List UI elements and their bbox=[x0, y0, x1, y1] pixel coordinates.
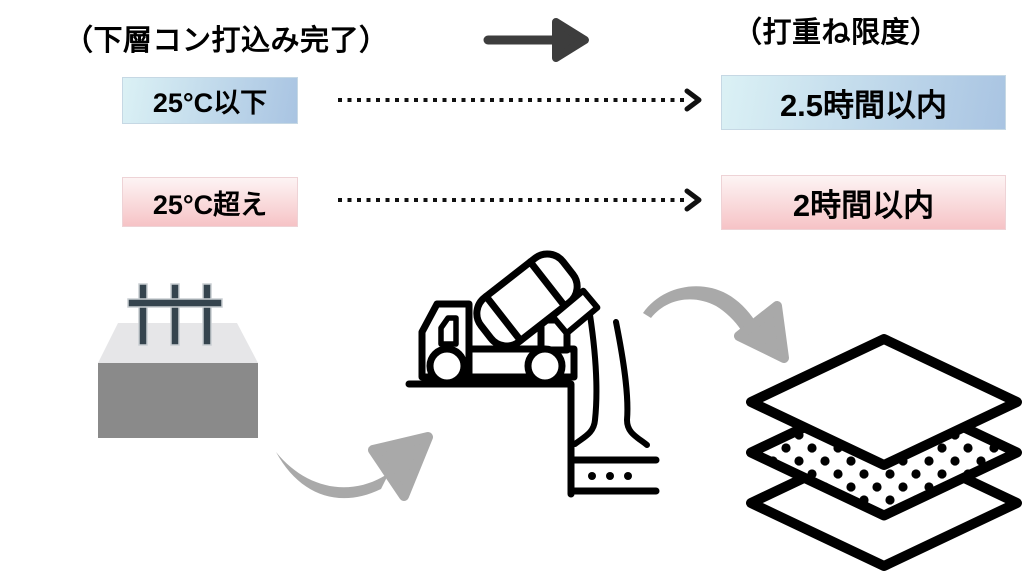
curved-arrow-up-right-icon bbox=[276, 432, 433, 501]
arrow-right-icon bbox=[483, 18, 589, 62]
concrete-slab-rebar-icon bbox=[98, 283, 258, 438]
curved-arrow-down-right-icon bbox=[643, 286, 789, 363]
stacked-concrete-layers-icon bbox=[746, 334, 1022, 571]
header-lower-layer-complete: （下層コン打込み完了） bbox=[64, 25, 389, 57]
condition-box-25c-over: 25°C超え bbox=[122, 177, 298, 227]
limit-box-2-hours: 2時間以内 bbox=[721, 175, 1006, 230]
condition-box-25c-below: 25°C以下 bbox=[122, 77, 298, 124]
dotted-arrow-right-icon bbox=[338, 88, 702, 112]
limit-box-2-5-hours: 2.5時間以内 bbox=[721, 75, 1006, 130]
mixer-truck-pouring-icon bbox=[405, 250, 660, 498]
dotted-arrow-right-icon bbox=[338, 188, 702, 212]
header-overlay-limit: （打重ね限度） bbox=[733, 17, 940, 49]
